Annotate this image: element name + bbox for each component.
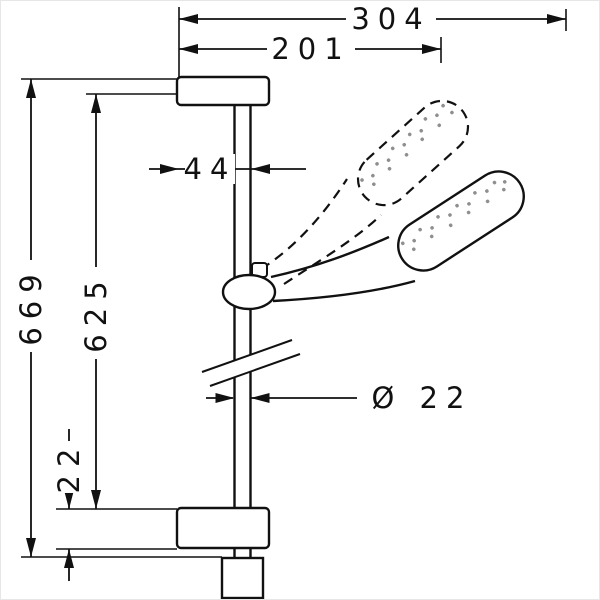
top-wall-bracket (175, 75, 271, 107)
dim-bar-offset: 44 (149, 152, 306, 186)
hand-shower (270, 170, 525, 303)
bar-break-mark (201, 339, 301, 387)
dim-label-total-width: 304 (351, 2, 430, 36)
base-escutcheon (220, 556, 265, 599)
dim-label-head-reach: 201 (271, 32, 350, 66)
alternate-shower-head (356, 99, 470, 207)
alternate-handle-lower-edge (283, 214, 382, 285)
slider-holder (221, 262, 277, 311)
head-sprayface-stipple (400, 180, 507, 252)
hand-shower-alternate-position (260, 99, 470, 285)
handle-upper-edge (270, 235, 390, 279)
alternate-head-sprayface-stipple (360, 103, 454, 187)
dim-label-bottom-offset: 22 (52, 441, 86, 494)
handle-lower-edge (272, 279, 416, 303)
dim-label-bar-offset: 44 (184, 152, 237, 186)
alternate-handle-upper-edge (260, 178, 348, 270)
dim-label-overall-height: 669 (14, 266, 48, 345)
dim-label-bar-diameter: Ø 22 (372, 381, 473, 415)
dim-bottom-offset: 22 (52, 429, 86, 581)
dim-bar-diameter: Ø 22 (206, 381, 479, 415)
dim-head-reach: 201 (179, 32, 441, 66)
dim-overall-height: 669 (14, 79, 48, 557)
shower-head (397, 170, 525, 272)
dim-label-bar-length: 625 (79, 273, 113, 352)
dim-total-width: 304 (179, 2, 566, 36)
bottom-wall-bracket (175, 506, 271, 550)
dim-bar-length: 625 (79, 94, 113, 509)
wall-bar (233, 105, 252, 558)
slider-body (221, 273, 277, 311)
